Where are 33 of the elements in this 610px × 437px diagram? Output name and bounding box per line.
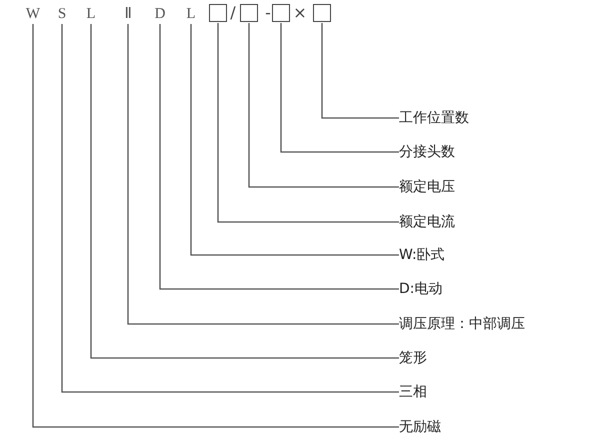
description-label: 额定电压	[399, 178, 455, 196]
code-letter: L	[86, 5, 96, 23]
description-label: 分接头数	[399, 143, 455, 161]
code-letter: Ⅱ	[124, 5, 132, 23]
separator-sign: -	[265, 4, 271, 22]
leader-line	[280, 23, 399, 153]
description-label: D:电动	[399, 280, 442, 298]
leader-line	[32, 24, 399, 428]
code-letter: L	[186, 5, 196, 23]
leader-line	[127, 24, 399, 325]
separator-sign: /	[230, 4, 236, 22]
placeholder-box	[272, 4, 290, 22]
leader-line	[248, 23, 399, 188]
placeholder-box	[313, 4, 331, 22]
description-label: 三相	[399, 383, 427, 401]
description-label: 笼形	[399, 349, 427, 367]
leader-line	[159, 24, 399, 290]
placeholder-box	[209, 4, 227, 22]
leader-line	[190, 24, 399, 256]
code-letter: D	[154, 5, 166, 23]
placeholder-box	[240, 4, 258, 22]
leader-line	[217, 23, 399, 223]
description-label: 额定电流	[399, 213, 455, 231]
code-letter: S	[58, 5, 66, 23]
code-letter: W	[26, 5, 40, 23]
leader-line	[90, 24, 399, 359]
separator-sign: ×	[293, 4, 307, 22]
description-label: 工作位置数	[399, 109, 469, 127]
description-label: W:卧式	[399, 246, 445, 264]
leader-line	[321, 23, 399, 119]
description-label: 调压原理：中部调压	[399, 315, 525, 333]
description-label: 无励磁	[399, 418, 441, 436]
leader-line	[61, 24, 399, 393]
